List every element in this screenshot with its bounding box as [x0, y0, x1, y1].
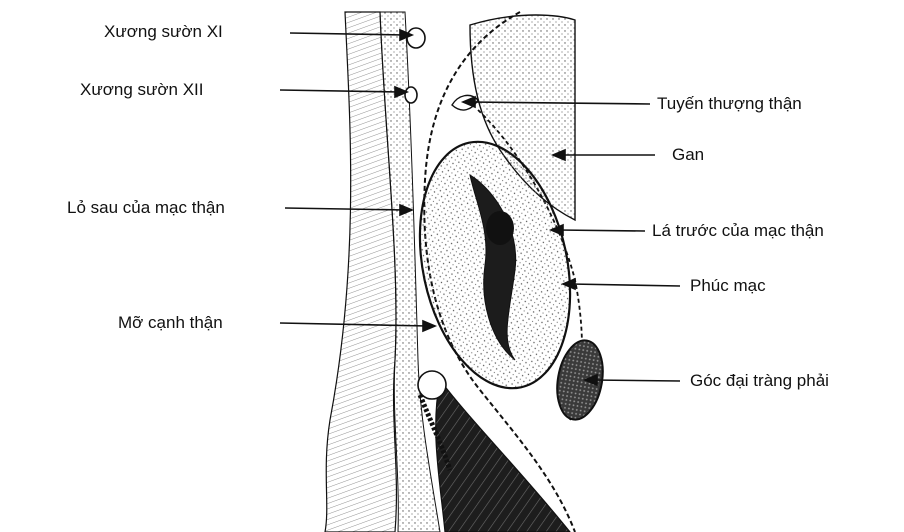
lower-muscle [436, 380, 570, 532]
label-adrenal-gland: Tuyến thượng thận [657, 94, 802, 114]
rib-12 [405, 87, 417, 103]
label-rib-12: Xương sườn XII [80, 80, 204, 100]
label-right-colic-flexure: Góc đại tràng phải [690, 371, 829, 391]
label-anterior-renal-fascia: Lá trước của mạc thận [652, 221, 824, 241]
label-pararenal-fat: Mỡ cạnh thận [118, 313, 223, 333]
label-rib-11: Xương sườn XI [104, 22, 223, 42]
label-liver: Gan [672, 145, 704, 165]
rib-11 [407, 28, 425, 48]
renal-sinus [486, 211, 514, 245]
label-peritoneum: Phúc mạc [690, 276, 766, 296]
label-posterior-renal-fascia: Lỏ sau của mạc thận [67, 198, 225, 218]
